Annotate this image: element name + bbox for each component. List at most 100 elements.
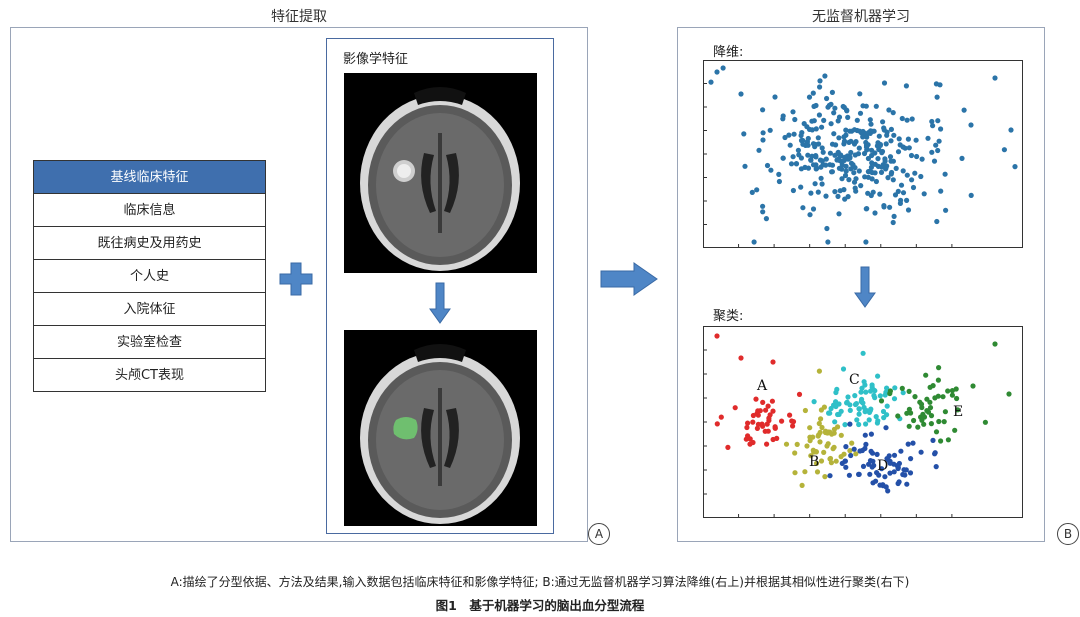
scatter-point — [841, 138, 848, 144]
scatter-point — [846, 177, 852, 183]
scatter-point — [881, 127, 887, 133]
scatter-point — [759, 421, 765, 427]
scatter-point — [925, 135, 931, 141]
scatter-point — [843, 168, 849, 174]
scatter-point — [827, 473, 833, 479]
scatter-point — [816, 368, 822, 374]
scatter-point — [863, 421, 869, 427]
scatter-point — [890, 177, 896, 183]
scatter-point — [928, 413, 935, 419]
scatter-point — [1001, 147, 1007, 153]
scatter-point — [848, 149, 854, 156]
scatter-point — [848, 138, 854, 144]
scatter-point — [943, 207, 949, 213]
list-item: 入院体征 — [34, 293, 265, 326]
scatter-point — [794, 441, 800, 447]
scatter-point — [823, 162, 829, 168]
scatter-point — [846, 472, 852, 478]
scatter-point — [790, 423, 796, 429]
scatter-point — [833, 458, 839, 464]
scatter-point — [891, 469, 897, 475]
scatter-point — [919, 404, 925, 411]
scatter-point — [879, 150, 885, 156]
scatter-point — [824, 225, 830, 232]
scatter-point — [820, 149, 826, 155]
scatter-point — [905, 441, 911, 447]
scatter-point — [905, 207, 912, 213]
scatter-point — [902, 145, 908, 151]
scatter-point — [838, 454, 844, 460]
scatter-point — [787, 412, 793, 418]
scatter-point — [842, 196, 848, 202]
scatter-point — [840, 366, 847, 372]
scatter-point — [897, 200, 903, 206]
scatter-point — [884, 385, 890, 391]
scatter-point — [863, 441, 869, 447]
scatter-point — [863, 139, 869, 146]
scatter-point — [880, 162, 886, 168]
scatter-point — [954, 395, 960, 402]
scatter-point — [968, 192, 974, 198]
scatter-point — [904, 197, 910, 203]
scatter-point — [868, 431, 874, 437]
arrow-down-icon — [429, 282, 451, 324]
scatter-point — [750, 412, 756, 419]
scatter-point — [906, 145, 912, 151]
scatter-point — [832, 419, 838, 425]
scatter-point — [831, 110, 837, 116]
scatter-point — [982, 419, 988, 425]
scatter-point — [860, 463, 867, 469]
scatter-point — [870, 189, 876, 195]
scatter-point — [859, 385, 865, 391]
scatter-point — [858, 183, 864, 189]
scatter-point — [903, 467, 909, 473]
scatter-point — [865, 190, 871, 196]
scatter-point — [754, 187, 760, 193]
scatter-point — [872, 150, 878, 156]
scatter-point — [828, 121, 834, 127]
scatter-point — [884, 412, 890, 418]
scatter-point — [842, 172, 849, 179]
scatter-point — [895, 413, 901, 419]
scatter-point — [886, 107, 892, 113]
scatter-point — [818, 458, 825, 464]
scatter-point — [891, 132, 897, 138]
scatter-point — [793, 161, 799, 167]
scatter-point — [851, 170, 857, 176]
scatter-point — [917, 399, 923, 405]
scatter-point — [844, 399, 850, 405]
scatter-point — [811, 449, 817, 455]
scatter-point — [897, 142, 903, 148]
scatter-point — [817, 84, 823, 90]
scatter-point — [839, 176, 845, 182]
scatter-point — [921, 191, 927, 197]
scatter-point — [904, 172, 910, 178]
scatter-point — [783, 441, 790, 447]
scatter-point — [804, 443, 810, 449]
scatter-point — [887, 470, 893, 476]
scatter-point — [936, 418, 942, 425]
scatter-point — [750, 419, 756, 425]
scatter-point — [873, 178, 879, 185]
scatter-point — [802, 164, 808, 170]
scatter-point — [840, 103, 846, 110]
scatter-point — [744, 424, 750, 431]
scatter-point — [890, 110, 896, 116]
scatter-point — [908, 456, 914, 462]
scatter-point — [909, 116, 915, 122]
scatter-point — [938, 126, 944, 132]
list-item: 实验室检查 — [34, 326, 265, 359]
scatter-point — [838, 432, 844, 438]
scatter-point — [819, 124, 825, 130]
scatter-point — [839, 460, 845, 466]
scatter-point — [813, 460, 820, 466]
scatter-point — [818, 416, 824, 422]
scatter-point — [923, 372, 929, 378]
scatter-point — [885, 175, 891, 181]
scatter-point — [875, 373, 881, 379]
scatter-point — [751, 239, 757, 245]
scatter-point — [930, 437, 936, 443]
scatter-point — [819, 158, 825, 164]
scatter-point — [813, 126, 819, 132]
scatter-point — [908, 410, 914, 416]
